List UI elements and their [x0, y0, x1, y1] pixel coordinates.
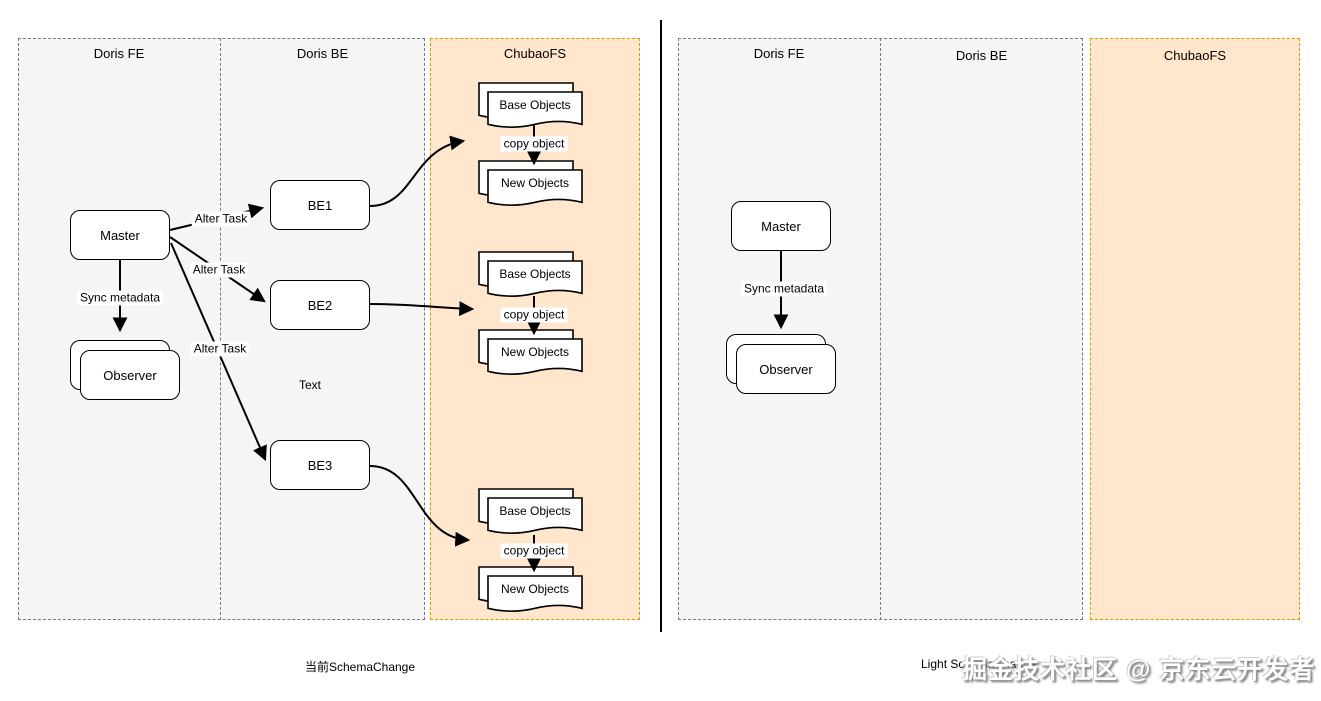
observer-node-left: Observer [80, 350, 180, 400]
base-objects-label: Base Objects [499, 267, 571, 281]
copy-object-label-1: copy object [500, 136, 568, 152]
alter-task-label-3: Alter Task [190, 341, 250, 357]
alter-task-label-2: Alter Task [189, 262, 249, 278]
alter-task-label-1: Alter Task [191, 211, 251, 227]
base-objects-label: Base Objects [499, 98, 571, 112]
base-objects-stack-1: Base Objects [478, 82, 584, 132]
be3-node: BE3 [270, 440, 370, 490]
base-objects-stack-2: Base Objects [478, 251, 584, 301]
left-lane-header-chubaofs: ChubaoFS [503, 46, 567, 61]
right-fe-be-divider [880, 38, 881, 620]
watermark: 掘金技术社区 @ 京东云开发者 [962, 656, 1316, 684]
master-node-right: Master [731, 201, 831, 251]
base-objects-label: Base Objects [499, 504, 571, 518]
right-lane-header-doris-fe: Doris FE [753, 46, 805, 61]
new-objects-stack-3: New Objects [478, 566, 584, 616]
sync-metadata-label-right: Sync metadata [740, 281, 828, 297]
left-lane-header-doris-be: Doris BE [296, 46, 349, 61]
left-lane-header-doris-fe: Doris FE [93, 46, 145, 61]
sync-metadata-label-left: Sync metadata [76, 290, 164, 306]
copy-object-label-2: copy object [500, 307, 568, 323]
new-objects-stack-1: New Objects [478, 160, 584, 210]
new-objects-label: New Objects [500, 345, 570, 359]
base-objects-stack-3: Base Objects [478, 488, 584, 538]
master-node-left: Master [70, 210, 170, 260]
be1-node: BE1 [270, 180, 370, 230]
text-note: Text [298, 378, 322, 392]
new-objects-stack-2: New Objects [478, 329, 584, 379]
left-diagram-caption: 当前SchemaChange [304, 660, 416, 674]
right-lane-header-doris-be: Doris BE [955, 48, 1008, 63]
diagram-separator-line [660, 20, 662, 632]
right-lane-header-chubaofs: ChubaoFS [1163, 48, 1227, 63]
right-chubaofs-lane [1090, 38, 1300, 620]
right-diagram-caption: Light SchemaChange [921, 657, 1037, 671]
left-fe-be-divider [220, 38, 221, 620]
new-objects-label: New Objects [500, 582, 570, 596]
new-objects-label: New Objects [500, 176, 570, 190]
copy-object-label-3: copy object [500, 543, 568, 559]
be2-node: BE2 [270, 280, 370, 330]
observer-node-right: Observer [736, 344, 836, 394]
